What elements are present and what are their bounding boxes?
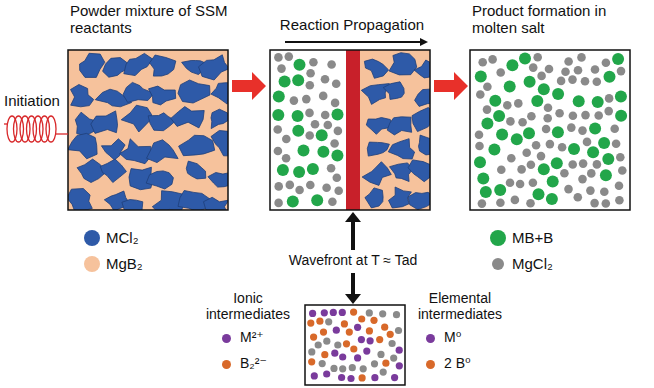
legend-heading: Ionic intermediates bbox=[200, 290, 296, 322]
legend-text: MCl₂ bbox=[106, 230, 138, 247]
step-label: Initiation bbox=[4, 92, 74, 109]
wavefront-bar bbox=[346, 50, 360, 210]
legend-swatch bbox=[492, 258, 504, 270]
legend-text: B₂²⁻ bbox=[240, 356, 267, 371]
legend-swatch bbox=[426, 334, 435, 343]
legend-swatch bbox=[84, 256, 100, 272]
legend-text: M²⁺ bbox=[240, 330, 264, 345]
legend-text: 2 B⁰ bbox=[444, 356, 471, 371]
step-arrow bbox=[232, 72, 266, 100]
panel-title: Product formation in molten salt bbox=[472, 2, 632, 37]
product-panel bbox=[470, 50, 630, 210]
legend-swatch bbox=[84, 230, 100, 246]
legend-swatch bbox=[222, 360, 231, 369]
propagation-arrow bbox=[285, 41, 426, 43]
legend-text: MgCl₂ bbox=[512, 256, 553, 273]
step-arrow bbox=[434, 72, 468, 100]
legend-text: MgB₂ bbox=[106, 256, 143, 273]
reaction-panel bbox=[270, 50, 430, 210]
legend-text: M⁰ bbox=[444, 330, 461, 345]
wavefront-zoom bbox=[305, 305, 405, 385]
legend-swatch bbox=[426, 360, 435, 369]
legend-swatch bbox=[222, 334, 231, 343]
legend-swatch bbox=[490, 230, 506, 246]
panel-title: Powder mixture of SSM reactants bbox=[70, 2, 242, 37]
legend-heading: Elemental intermediates bbox=[408, 290, 512, 322]
legend-text: MB+B bbox=[512, 230, 553, 247]
heating-coil bbox=[4, 116, 68, 142]
callout-label: Wavefront at T ≈ Tad bbox=[286, 252, 421, 268]
process-title: Reaction Propagation bbox=[262, 16, 442, 33]
